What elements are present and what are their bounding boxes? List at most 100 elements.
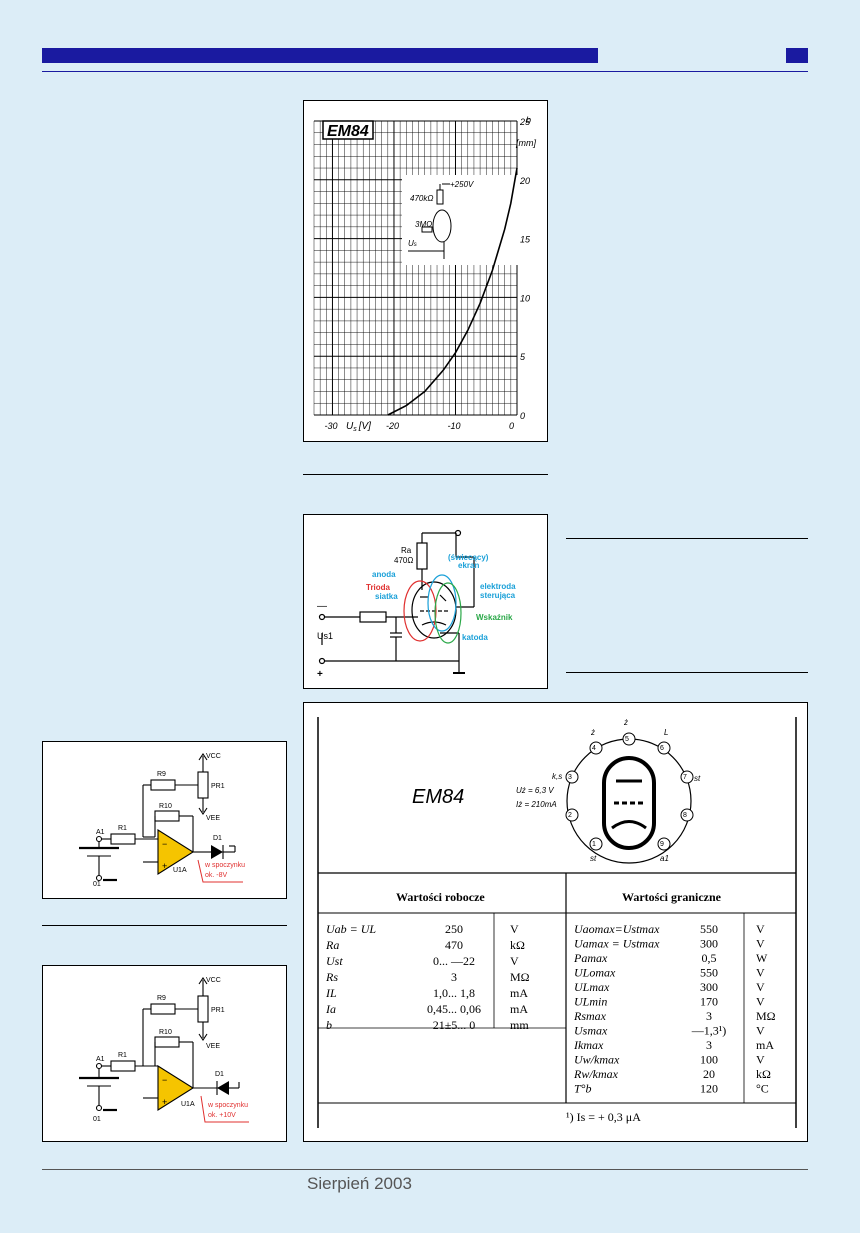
em84-datasheet: EM84 Uż = 6,3 V Iż = 210mA 5 4 6 [317,717,797,1128]
svg-text:R9: R9 [157,771,166,778]
svg-text:Trioda: Trioda [366,583,391,592]
op-value: 0,45... 0,06 [427,1002,481,1016]
svg-text:U1A: U1A [173,867,187,874]
limit-value: 300 [700,980,718,994]
limit-param: Uaomax=Ustmax [574,922,660,936]
svg-text:w spoczynku: w spoczynku [204,862,245,869]
limit-value: 0,5 [702,951,717,965]
svg-text:2: 2 [568,812,572,819]
svg-text:R10: R10 [159,803,172,810]
op-param: Uab = UL [326,922,376,936]
limit-value: 3 [706,1009,712,1023]
y-unit-mm: [mm] [515,138,536,148]
circuit-figure-1: − + VCC PR1 R9 R10 VEE A1 R1 D1 U1A 01 w… [42,741,287,899]
svg-text:+: + [162,861,167,871]
limit-unit: °C [756,1082,769,1096]
y-tick-label: 10 [520,293,530,303]
limit-unit: V [756,980,765,994]
limit-param: ULmax [574,980,610,994]
svg-text:VCC: VCC [206,977,221,984]
svg-text:U1A: U1A [181,1101,195,1108]
svg-text:ż: ż [590,728,595,737]
limit-unit: V [756,922,765,936]
circuit-figure-2: − + VCC PR1 R9 R10 VEE A1 R1 D1 U1A 01 w… [42,965,287,1142]
header-bar [42,48,598,63]
svg-text:8: 8 [683,812,687,819]
limit-value: 550 [700,966,718,980]
svg-text:(świecący): (świecący) [448,553,489,562]
svg-text:ok. +10V: ok. +10V [208,1112,236,1119]
footer-rule [42,1169,808,1170]
svg-text:+: + [317,669,323,680]
tube-socket-pinout: 5 4 6 3 7 2 8 1 9 ż ż L k,s st st a1 [552,718,701,864]
svg-text:VEE: VEE [206,1043,220,1050]
svg-text:3: 3 [568,774,572,781]
op-value: 470 [445,938,463,952]
op-value: 250 [445,922,463,936]
y-unit-b: b [526,115,531,125]
svg-text:4: 4 [592,745,596,752]
svg-text:st: st [590,854,597,863]
svg-text:Wskaźnik: Wskaźnik [476,613,513,622]
svg-text:D1: D1 [213,835,222,842]
operating-values-title: Wartości robocze [396,890,485,904]
op-unit: mA [510,1002,528,1016]
limit-value: 3 [706,1038,712,1052]
limit-param: Rw/kmax [573,1067,619,1081]
op-param: Ust [326,954,343,968]
svg-text:a1: a1 [660,854,669,863]
svg-text:R9: R9 [157,995,166,1002]
op-unit: MΩ [510,970,530,984]
svg-text:st: st [694,774,701,783]
svg-text:siatka: siatka [375,592,398,601]
svg-text:−: − [162,839,167,849]
limit-unit: W [756,951,768,965]
limit-unit: V [756,966,765,980]
op-param: Rs [325,970,338,984]
x-tick-label: -30 [324,421,337,431]
svg-text:PR1: PR1 [211,783,225,790]
op-param: b [326,1018,332,1032]
characteristic-curve [387,167,518,416]
chart-inset-schematic: +250V 470kΩ 3MΩ Us [402,175,518,265]
svg-text:9: 9 [660,841,664,848]
svg-text:VCC: VCC [206,753,221,760]
svg-text:w spoczynku: w spoczynku [207,1102,248,1109]
em84-schematic-figure: Ra 470Ω (świecący) ekran anoda Trioda si… [303,514,548,689]
caption-rule-3 [566,672,808,673]
limit-value: —1,3¹) [691,1024,727,1038]
svg-text:ekran: ekran [458,561,479,570]
svg-text:Uż = 6,3 V: Uż = 6,3 V [516,786,554,795]
x-axis-label: Us[V] [346,421,371,433]
svg-text:470Ω: 470Ω [394,556,413,565]
svg-text:+250V: +250V [450,180,474,189]
em84-datasheet-figure: EM84 Uż = 6,3 V Iż = 210mA 5 4 6 [303,702,808,1142]
svg-text:A1: A1 [96,1056,105,1063]
svg-text:5: 5 [625,736,629,743]
svg-text:−: − [162,1075,167,1085]
svg-text:7: 7 [683,774,687,781]
op-value: 21±5... 0 [433,1018,476,1032]
limit-unit: kΩ [756,1067,771,1081]
page-number-block [786,48,808,63]
limit-param: T°b [574,1082,591,1096]
op-unit: V [510,954,519,968]
svg-text:Us1: Us1 [317,631,333,641]
svg-text:R1: R1 [118,1052,127,1059]
limit-value: 300 [700,937,718,951]
svg-text:+: + [162,1097,167,1107]
svg-text:01: 01 [93,1116,101,1123]
svg-text:elektroda: elektroda [480,582,516,591]
comparator-circuit-2: − + VCC PR1 R9 R10 VEE A1 R1 D1 U1A 01 w… [79,977,249,1123]
svg-text:3MΩ: 3MΩ [415,220,432,229]
svg-text:VEE: VEE [206,815,220,822]
limit-param: Uw/kmax [574,1053,620,1067]
limit-values-title: Wartości graniczne [622,890,722,904]
limit-value: 550 [700,922,718,936]
limit-param: Usmax [574,1024,608,1038]
svg-text:Iż = 210mA: Iż = 210mA [516,800,557,809]
svg-text:anoda: anoda [372,570,396,579]
